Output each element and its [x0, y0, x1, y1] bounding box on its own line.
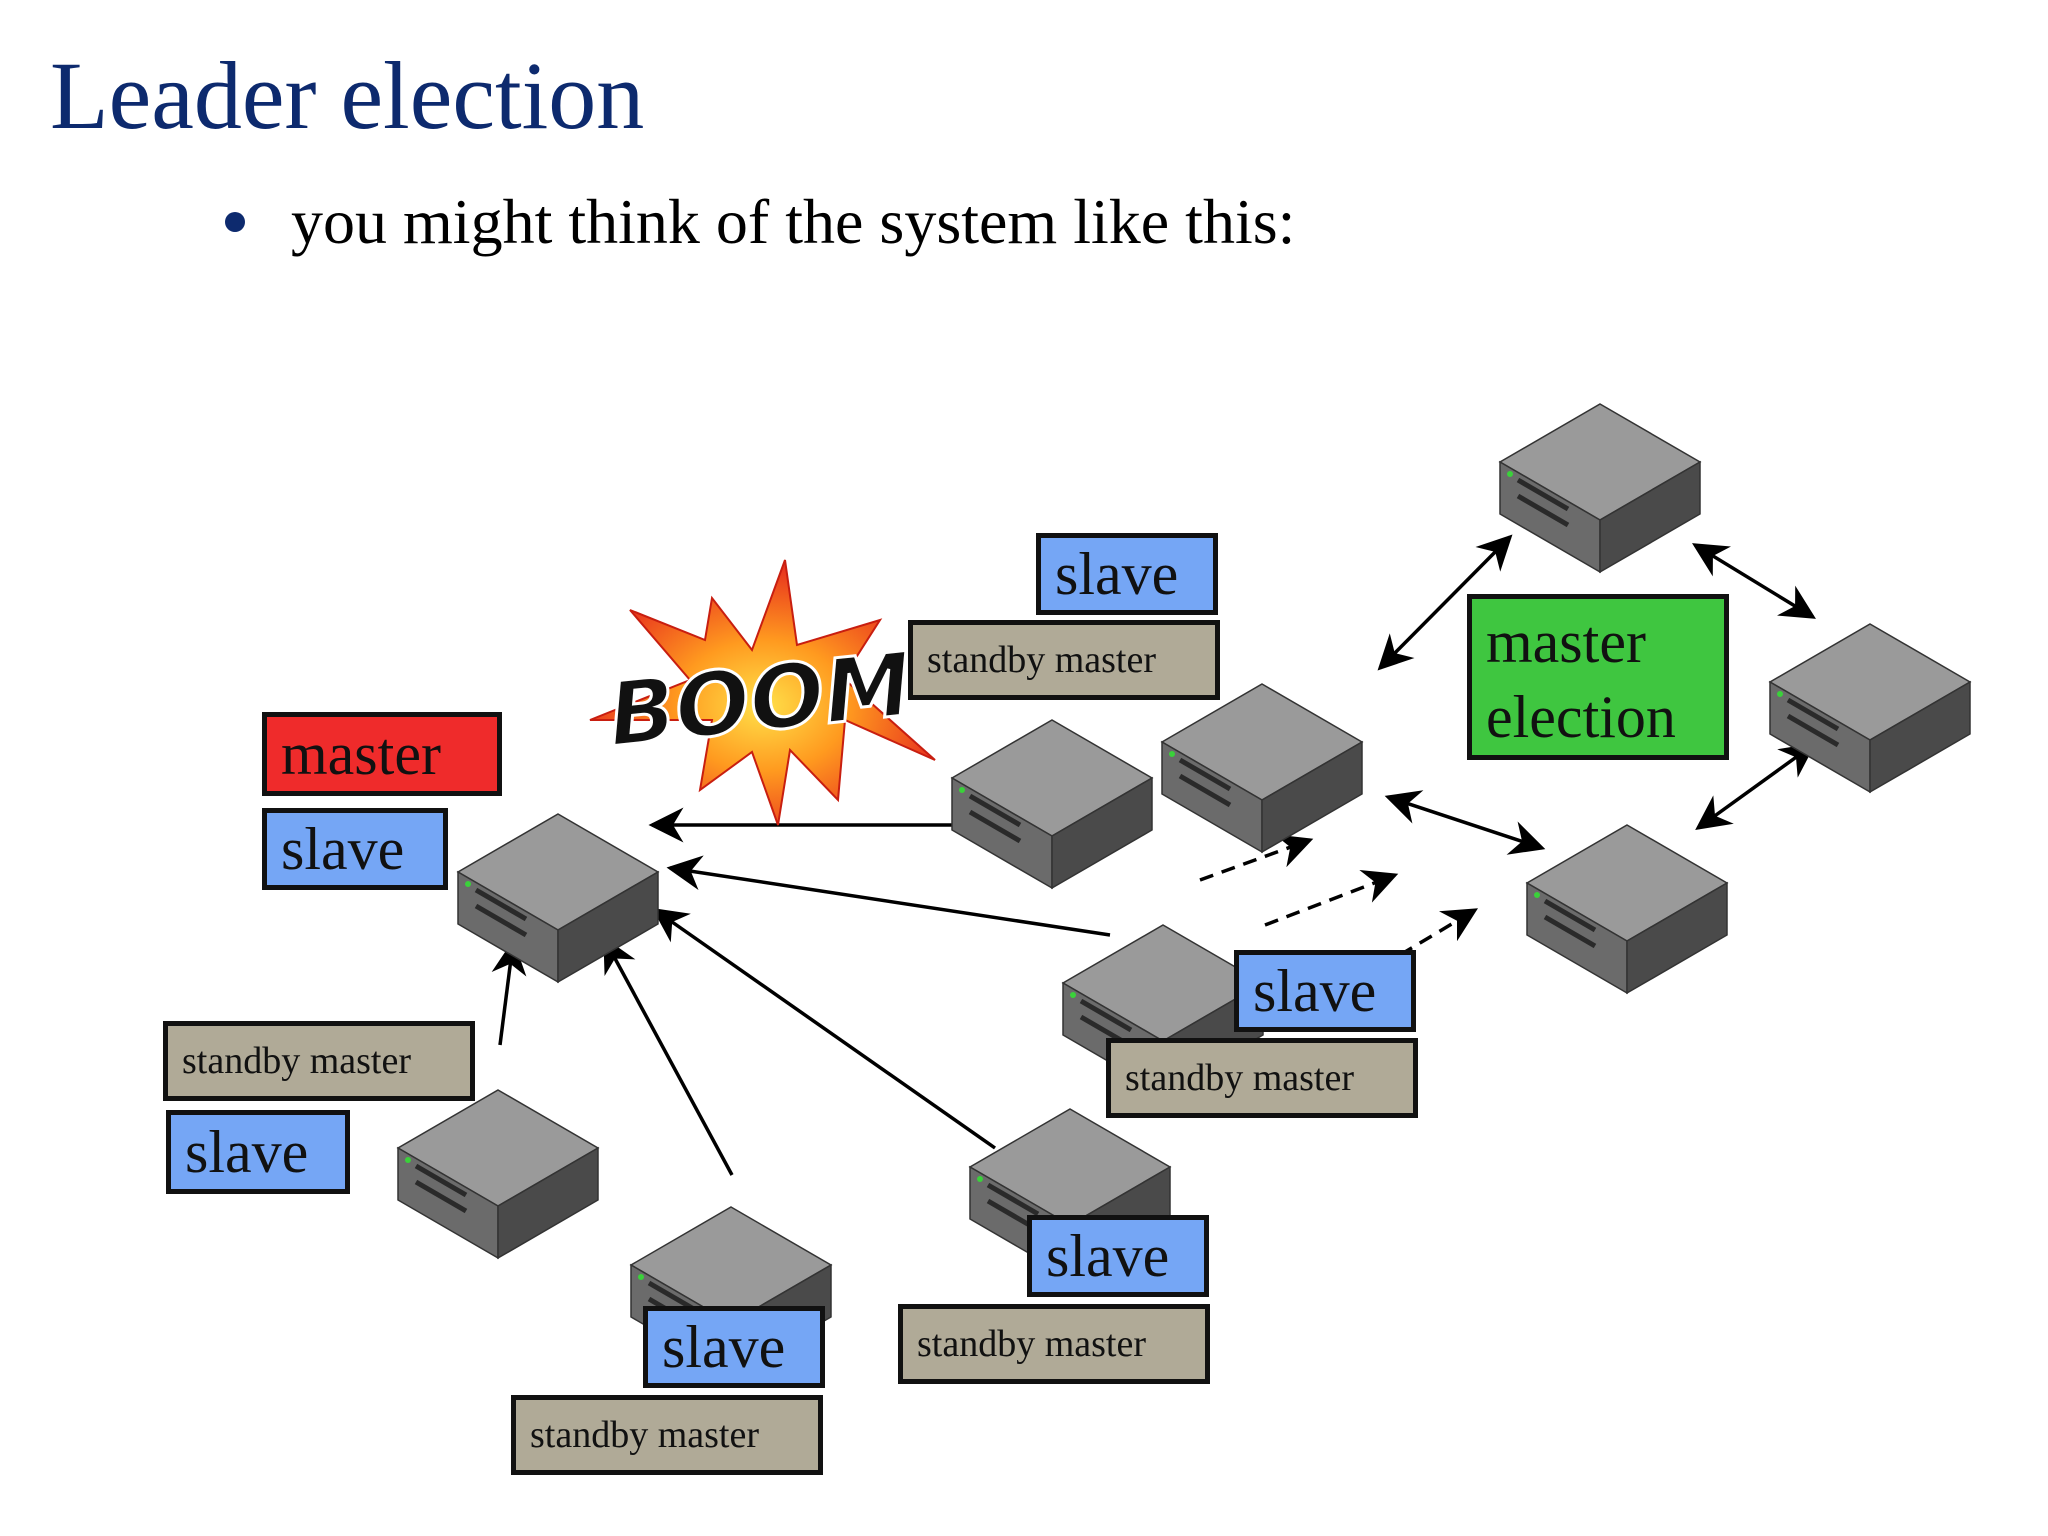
- slave-label: slave: [1027, 1215, 1209, 1297]
- election-link: [1695, 742, 1816, 831]
- arrow-to-master: [652, 907, 997, 1150]
- slave-label: slave: [1234, 950, 1416, 1032]
- master-label: master: [262, 712, 502, 796]
- server-icon: [396, 1089, 600, 1260]
- server-icon: [1525, 824, 1729, 995]
- slave-label: slave: [643, 1306, 825, 1388]
- standby-master-label: standby master: [898, 1304, 1210, 1384]
- server-icon: [1498, 403, 1702, 574]
- standby-master-label: standby master: [163, 1021, 475, 1101]
- standby-master-label: standby master: [1106, 1038, 1418, 1118]
- server-icon: [950, 719, 1154, 890]
- boom-burst-shape: [589, 559, 936, 826]
- bullet-text: you might think of the system like this:: [291, 186, 1296, 257]
- arrow-to-master: [603, 936, 734, 1176]
- slave-label: slave: [262, 808, 448, 890]
- server-icon: [456, 813, 660, 984]
- election-link: [1692, 543, 1816, 619]
- boom-label: BOOM: [603, 632, 916, 766]
- slave-label: slave: [1036, 533, 1218, 615]
- slave-label: slave: [166, 1110, 350, 1194]
- boom-explosion: BOOM: [589, 559, 936, 826]
- bullet-dot-icon: [225, 212, 245, 232]
- election-link: [1377, 534, 1513, 671]
- master-election-label: master election: [1467, 594, 1729, 760]
- dashed-arrow: [1199, 834, 1314, 882]
- dashed-arrow: [1399, 908, 1479, 957]
- standby-master-label: standby master: [511, 1395, 823, 1475]
- arrow-to-master: [666, 855, 1111, 937]
- arrow-to-master: [491, 939, 527, 1046]
- dashed-arrow: [1264, 869, 1399, 927]
- election-link: [1384, 790, 1546, 855]
- slide-title: Leader election: [50, 42, 645, 149]
- server-icon: [1160, 683, 1364, 854]
- standby-master-label: standby master: [908, 620, 1220, 700]
- server-icon: [1768, 623, 1972, 794]
- bullet-item: you might think of the system like this:: [225, 190, 1295, 254]
